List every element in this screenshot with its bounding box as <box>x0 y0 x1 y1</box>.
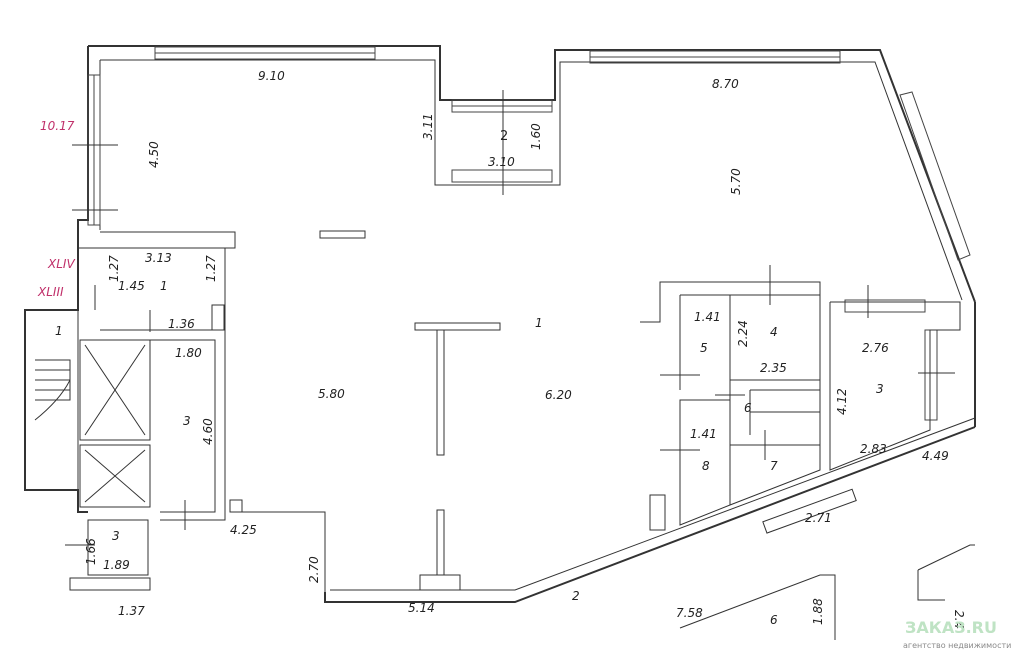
dim-1-60: 1.60 <box>529 123 543 150</box>
dim-5-70: 5.70 <box>729 168 743 195</box>
outer-walls <box>24 45 976 603</box>
axis-crosses <box>65 90 955 546</box>
dim-4-25: 4.25 <box>230 523 257 537</box>
dim-5-80: 5.80 <box>318 387 345 401</box>
dim-7-58: 7.58 <box>676 606 703 620</box>
dim-1-89: 1.89 <box>103 558 130 572</box>
room-6: 6 <box>744 401 752 415</box>
dim-3-11: 3.11 <box>421 113 435 140</box>
room-1-stair: 1 <box>55 324 63 338</box>
room-2-balcony: 2 <box>500 129 508 144</box>
room-4: 4 <box>770 325 778 339</box>
dim-4-50: 4.50 <box>147 141 161 168</box>
dim-2-76: 2.76 <box>862 341 889 355</box>
dim-1-37: 1.37 <box>118 604 145 618</box>
dim-3-10: 3.10 <box>488 155 515 169</box>
dim-1-88: 1.88 <box>811 598 825 625</box>
dim-2-4: 2.4 <box>952 610 966 629</box>
dim-4-49: 4.49 <box>922 449 949 463</box>
watermark-tagline: агентство недвижимости <box>903 641 1011 650</box>
interior-walls <box>24 230 961 592</box>
room-1-main: 1 <box>535 316 543 330</box>
room-5: 5 <box>700 341 708 355</box>
dim-3-13: 3.13 <box>145 251 172 265</box>
dim-1-66: 1.66 <box>84 538 98 565</box>
watermark: ЗАКАЗ.RU агентство недвижимости <box>903 618 1011 650</box>
dim-5-14: 5.14 <box>408 601 435 615</box>
watermark-brand: ЗАКАЗ.RU <box>905 618 997 637</box>
room-7: 7 <box>770 459 778 473</box>
dim-1-27-b: 1.27 <box>204 255 218 282</box>
room-3-bottom: 3 <box>112 529 120 543</box>
dim-1-45: 1.45 <box>118 279 145 293</box>
room-2-bottom: 2 <box>572 589 580 603</box>
dim-4-12: 4.12 <box>835 388 849 415</box>
dim-2-71: 2.71 <box>805 511 832 525</box>
room-6-bottom: 6 <box>770 613 778 627</box>
room-3-right: 3 <box>876 382 884 396</box>
dim-2-24: 2.24 <box>736 320 750 347</box>
dim-2-83: 2.83 <box>860 442 887 456</box>
dim-4-60: 4.60 <box>201 418 215 445</box>
dim-1-80: 1.80 <box>175 346 202 360</box>
mark-xliii: XLIII <box>37 285 64 299</box>
windows <box>87 46 971 421</box>
neighbor-fragment <box>679 544 975 640</box>
dim-8-70: 8.70 <box>712 77 739 91</box>
dim-2-35: 2.35 <box>760 361 787 375</box>
dim-1-41-a: 1.41 <box>694 310 721 324</box>
dim-2-70: 2.70 <box>307 556 321 583</box>
room-3-left: 3 <box>183 414 191 428</box>
dim-10-17: 10.17 <box>40 119 75 133</box>
room-8: 8 <box>702 459 710 473</box>
dim-1-27-a: 1.27 <box>107 255 121 282</box>
dimension-labels: 9.10 8.70 10.17 4.50 3.11 2 1.60 3.10 5.… <box>37 69 966 629</box>
dim-1-41-b: 1.41 <box>690 427 717 441</box>
mark-xliv: XLIV <box>47 257 75 271</box>
dim-9-10: 9.10 <box>258 69 285 83</box>
room-1-small: 1 <box>160 279 168 293</box>
dim-6-20: 6.20 <box>545 388 572 402</box>
dim-1-36: 1.36 <box>168 317 195 331</box>
